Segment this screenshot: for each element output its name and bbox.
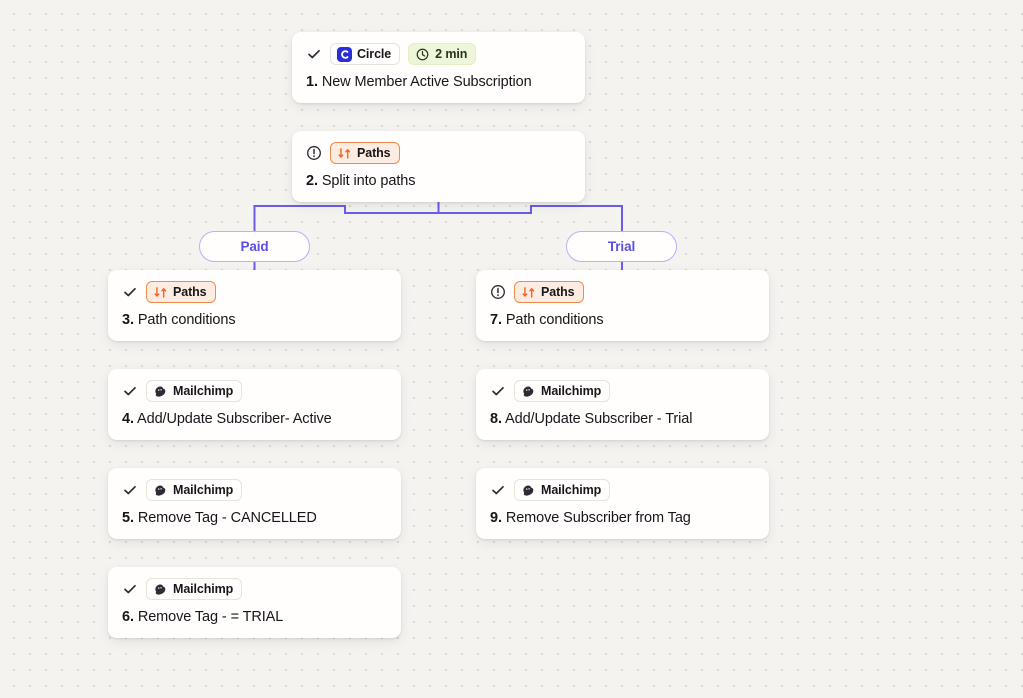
- app-badge-label: Mailchimp: [541, 483, 602, 497]
- mailchimp-icon: [155, 583, 166, 595]
- warning-icon: [491, 285, 505, 299]
- node-title: 9. Remove Subscriber from Tag: [490, 510, 755, 526]
- node-header: Mailchimp: [122, 479, 387, 501]
- node-title: 5. Remove Tag - CANCELLED: [122, 510, 387, 526]
- paths-icon: [522, 286, 535, 298]
- node-number: 8.: [490, 411, 502, 427]
- node-title: 8. Add/Update Subscriber - Trial: [490, 411, 755, 427]
- node-header: Mailchimp: [122, 380, 387, 402]
- branch-pill-trial[interactable]: Trial: [566, 231, 677, 262]
- node-number: 9.: [490, 510, 502, 526]
- node-number: 2.: [306, 173, 318, 189]
- app-badge-mailchimp[interactable]: Mailchimp: [146, 479, 243, 501]
- workflow-node-6[interactable]: Mailchimp 6. Remove Tag - = TRIAL: [108, 567, 401, 638]
- check-icon: [492, 485, 504, 495]
- check-icon: [124, 386, 136, 396]
- workflow-node-3[interactable]: Paths 3. Path conditions: [108, 270, 401, 341]
- app-badge-mailchimp[interactable]: Mailchimp: [514, 479, 611, 501]
- app-badge-circle[interactable]: Circle: [330, 43, 401, 65]
- check-icon: [492, 386, 504, 396]
- node-number: 4.: [122, 411, 134, 427]
- node-title: 7. Path conditions: [490, 312, 755, 328]
- node-header: Circle 2 min: [306, 43, 571, 65]
- node-title-text: Remove Tag - CANCELLED: [137, 510, 317, 526]
- workflow-node-7[interactable]: Paths 7. Path conditions: [476, 270, 769, 341]
- app-badge-label: Mailchimp: [173, 483, 234, 497]
- paths-icon: [338, 147, 351, 159]
- node-number: 3.: [122, 312, 134, 328]
- check-icon: [124, 287, 136, 297]
- node-number: 6.: [122, 609, 134, 625]
- circle-logo-icon: [337, 46, 352, 62]
- node-title-text: Remove Subscriber from Tag: [505, 510, 691, 526]
- node-title-text: New Member Active Subscription: [321, 74, 532, 90]
- check-icon: [124, 485, 136, 495]
- workflow-node-8[interactable]: Mailchimp 8. Add/Update Subscriber - Tri…: [476, 369, 769, 440]
- mailchimp-icon: [155, 385, 166, 397]
- app-badge-label: Mailchimp: [173, 582, 234, 596]
- app-badge-label: Mailchimp: [541, 384, 602, 398]
- check-icon: [124, 584, 136, 594]
- workflow-node-2[interactable]: Paths 2. Split into paths: [292, 131, 585, 202]
- node-header: Paths: [490, 281, 755, 303]
- node-title: 4. Add/Update Subscriber- Active: [122, 411, 387, 427]
- app-badge-mailchimp[interactable]: Mailchimp: [146, 380, 243, 402]
- node-title: 2. Split into paths: [306, 173, 571, 189]
- node-header: Mailchimp: [122, 578, 387, 600]
- branch-pill-paid[interactable]: Paid: [199, 231, 310, 262]
- warning-icon: [307, 146, 321, 160]
- node-header: Mailchimp: [490, 380, 755, 402]
- app-badge-paths[interactable]: Paths: [330, 142, 400, 164]
- node-number: 5.: [122, 510, 134, 526]
- node-number: 7.: [490, 312, 502, 328]
- node-title-text: Path conditions: [505, 312, 604, 328]
- app-badge-label: Mailchimp: [173, 384, 234, 398]
- branch-pill-label: Paid: [240, 239, 269, 254]
- mailchimp-icon: [155, 484, 166, 496]
- mailchimp-icon: [523, 484, 534, 496]
- node-header: Mailchimp: [490, 479, 755, 501]
- node-header: Paths: [306, 142, 571, 164]
- app-badge-paths[interactable]: Paths: [146, 281, 216, 303]
- node-title-text: Add/Update Subscriber - Trial: [505, 411, 693, 427]
- clock-icon: [416, 48, 429, 60]
- edge-bus-paid: [253, 205, 439, 232]
- workflow-node-4[interactable]: Mailchimp 4. Add/Update Subscriber- Acti…: [108, 369, 401, 440]
- node-number: 1.: [306, 74, 318, 90]
- node-title-text: Split into paths: [321, 173, 416, 189]
- paths-icon: [154, 286, 167, 298]
- check-icon: [308, 49, 320, 59]
- app-badge-label: Paths: [357, 146, 391, 160]
- app-badge-mailchimp[interactable]: Mailchimp: [514, 380, 611, 402]
- node-title-text: Remove Tag - = TRIAL: [137, 609, 284, 625]
- mailchimp-icon: [523, 385, 534, 397]
- node-title-text: Path conditions: [137, 312, 236, 328]
- app-badge-label: Circle: [357, 47, 392, 61]
- edge-bus-trial: [438, 205, 623, 232]
- node-header: Paths: [122, 281, 387, 303]
- time-badge: 2 min: [408, 43, 477, 65]
- app-badge-label: Paths: [541, 285, 575, 299]
- branch-pill-label: Trial: [607, 239, 636, 254]
- workflow-node-9[interactable]: Mailchimp 9. Remove Subscriber from Tag: [476, 468, 769, 539]
- workflow-node-1[interactable]: Circle 2 min 1. New Member Active Subscr…: [292, 32, 585, 103]
- app-badge-label: Paths: [173, 285, 207, 299]
- node-title-text: Add/Update Subscriber- Active: [137, 411, 332, 427]
- node-title: 6. Remove Tag - = TRIAL: [122, 609, 387, 625]
- node-title: 1. New Member Active Subscription: [306, 74, 571, 90]
- app-badge-paths[interactable]: Paths: [514, 281, 584, 303]
- workflow-node-5[interactable]: Mailchimp 5. Remove Tag - CANCELLED: [108, 468, 401, 539]
- node-title: 3. Path conditions: [122, 312, 387, 328]
- app-badge-mailchimp[interactable]: Mailchimp: [146, 578, 243, 600]
- time-badge-label: 2 min: [435, 47, 468, 61]
